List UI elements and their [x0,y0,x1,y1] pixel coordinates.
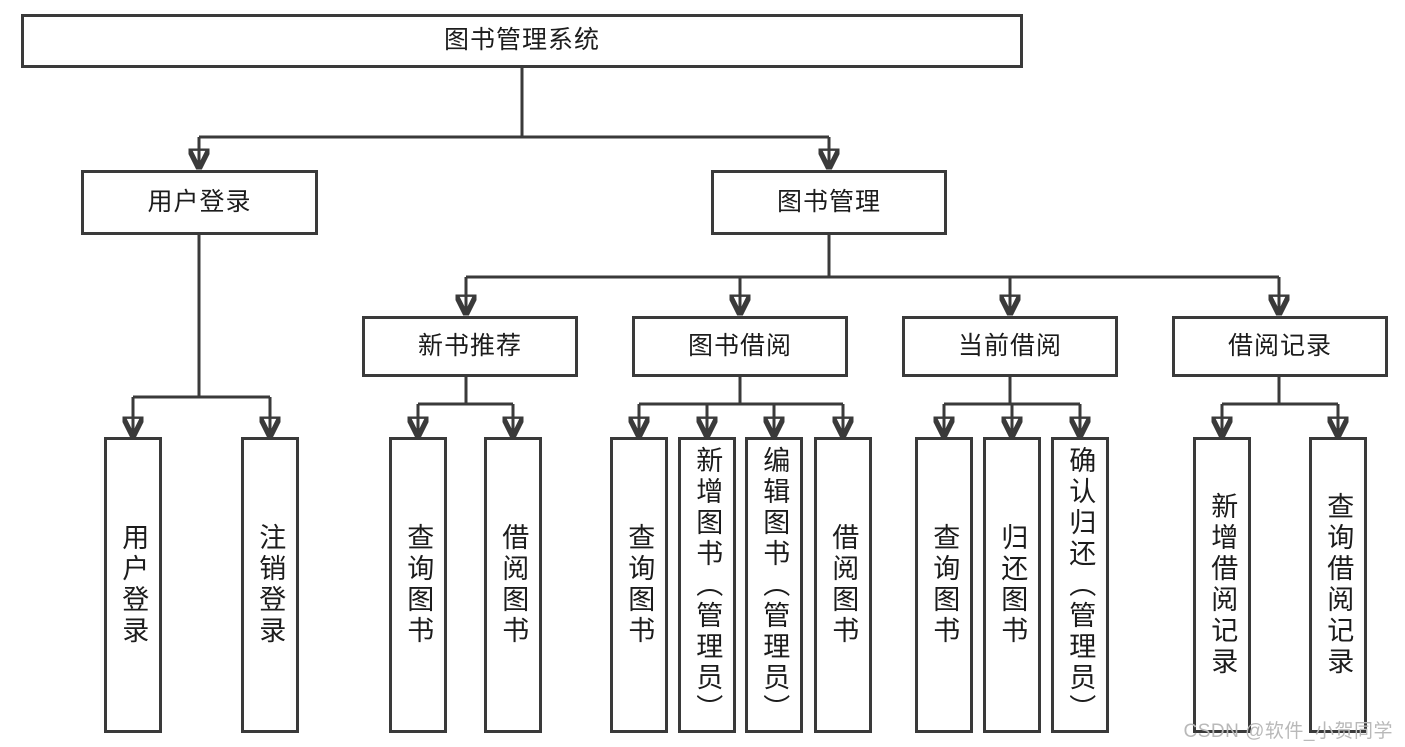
node-leaf-query-book-2-label: 查询图书 [624,523,655,647]
node-borrow-record[interactable]: 借阅记录 [1172,316,1388,377]
node-leaf-add-book-label: 新增图书（管理员） [692,445,723,725]
node-leaf-query-book-3[interactable]: 查询图书 [915,437,973,733]
node-leaf-return-book-label: 归还图书 [997,523,1028,647]
node-leaf-query-book-2[interactable]: 查询图书 [610,437,668,733]
node-book-borrow[interactable]: 图书借阅 [632,316,848,377]
node-leaf-user-login[interactable]: 用户登录 [104,437,162,733]
node-new-book-recommend-label: 新书推荐 [417,331,522,360]
node-leaf-add-record-label: 新增借阅记录 [1207,492,1238,678]
node-borrow-record-label: 借阅记录 [1227,331,1332,360]
node-book-management-label: 图书管理 [776,187,881,216]
node-leaf-user-login-label: 用户登录 [118,523,149,647]
node-leaf-borrow-book-1[interactable]: 借阅图书 [484,437,542,733]
node-leaf-query-record[interactable]: 查询借阅记录 [1309,437,1367,733]
node-leaf-borrow-book-2[interactable]: 借阅图书 [814,437,872,733]
node-leaf-query-book-1[interactable]: 查询图书 [389,437,447,733]
node-leaf-query-record-label: 查询借阅记录 [1323,492,1354,678]
node-new-book-recommend[interactable]: 新书推荐 [362,316,578,377]
node-leaf-logout-login-label: 注销登录 [255,523,286,647]
watermark-label: CSDN @软件_小贺同学 [1183,721,1393,742]
node-current-borrow-label: 当前借阅 [957,331,1062,360]
node-leaf-edit-book-label: 编辑图书（管理员） [759,445,790,725]
node-leaf-add-record[interactable]: 新增借阅记录 [1193,437,1251,733]
node-book-management[interactable]: 图书管理 [711,170,947,235]
node-leaf-query-book-3-label: 查询图书 [929,523,960,647]
node-leaf-borrow-book-2-label: 借阅图书 [828,523,859,647]
node-user-login-label: 用户登录 [147,187,252,216]
node-current-borrow[interactable]: 当前借阅 [902,316,1118,377]
node-user-login[interactable]: 用户登录 [81,170,318,235]
node-leaf-edit-book[interactable]: 编辑图书（管理员） [745,437,803,733]
node-leaf-borrow-book-1-label: 借阅图书 [498,523,529,647]
node-leaf-confirm-return[interactable]: 确认归还（管理员） [1051,437,1109,733]
node-book-borrow-label: 图书借阅 [687,331,792,360]
node-leaf-add-book[interactable]: 新增图书（管理员） [678,437,736,733]
node-leaf-return-book[interactable]: 归还图书 [983,437,1041,733]
node-root[interactable]: 图书管理系统 [21,14,1023,68]
node-root-label: 图书管理系统 [443,26,600,55]
node-leaf-logout-login[interactable]: 注销登录 [241,437,299,733]
node-leaf-confirm-return-label: 确认归还（管理员） [1065,445,1096,725]
node-leaf-query-book-1-label: 查询图书 [403,523,434,647]
